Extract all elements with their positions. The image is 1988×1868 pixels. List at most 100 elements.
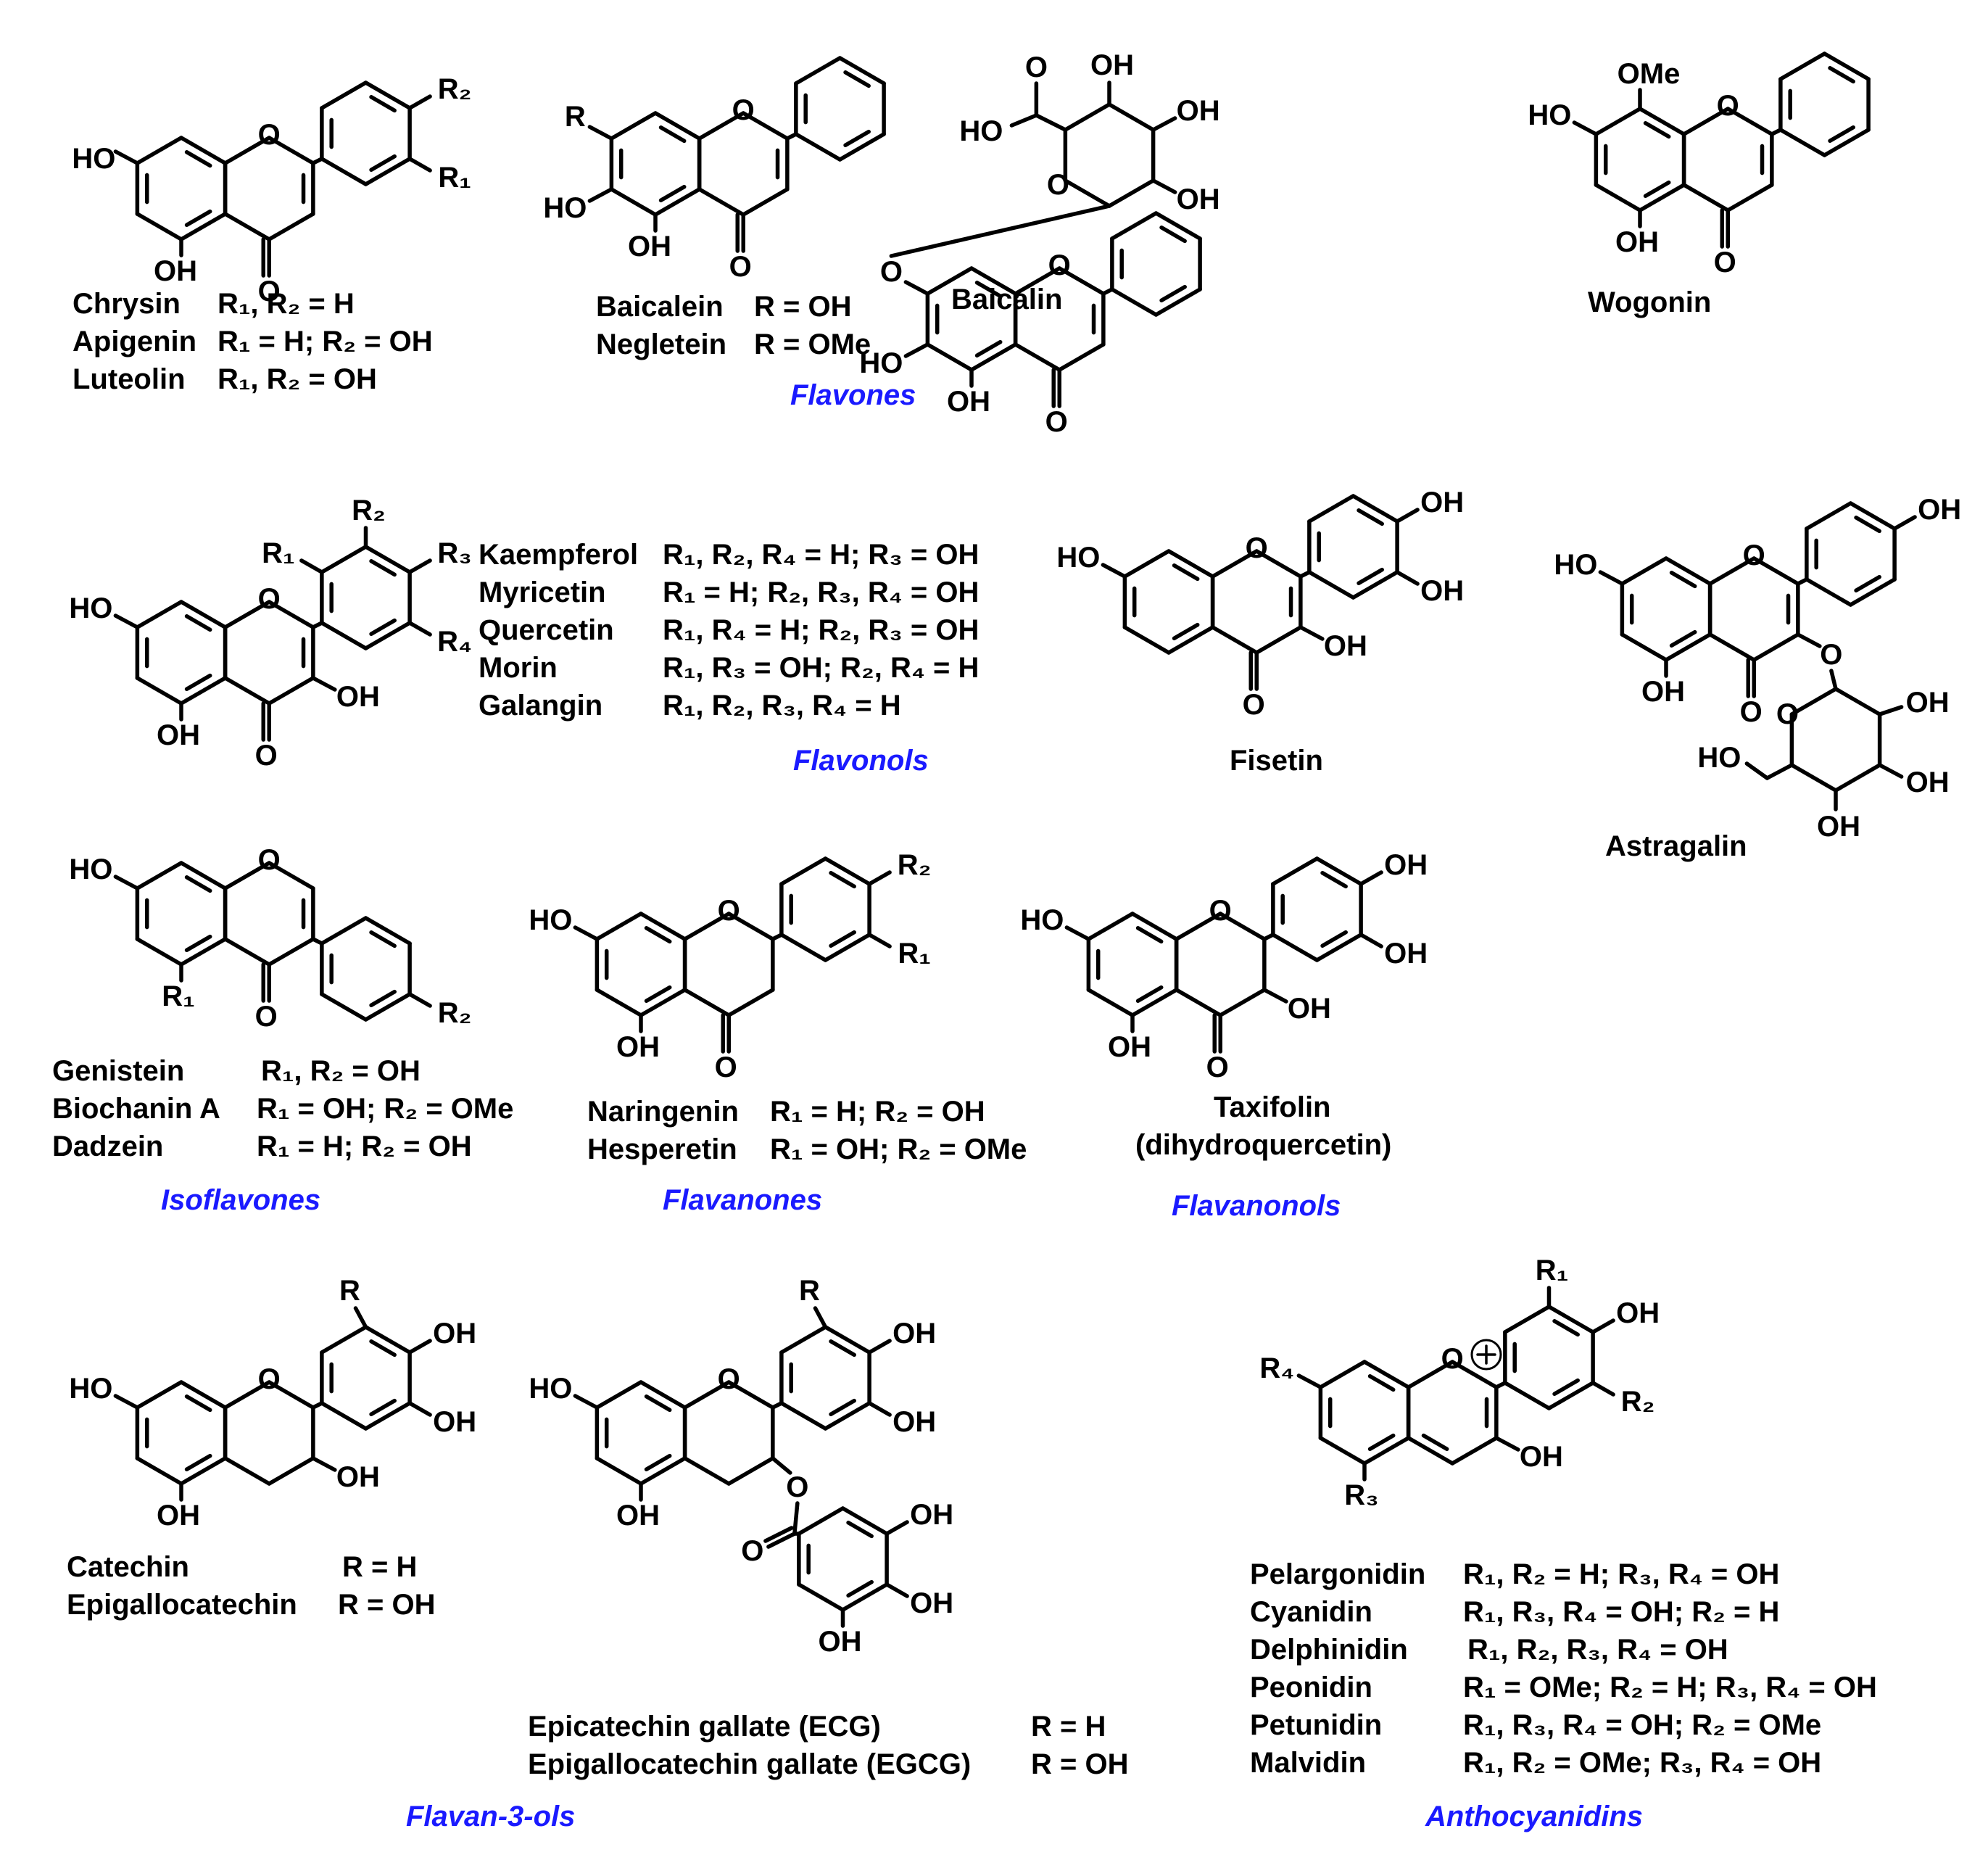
double-bond-inner: [1135, 985, 1164, 1003]
bond-line: [903, 280, 930, 296]
class-title-flavonols: Flavonols: [793, 745, 929, 777]
bond-line: [1829, 669, 1838, 691]
ring-b-bond: [1822, 51, 1871, 81]
double-bond-inner: [184, 150, 212, 168]
substituents-delphinidin: R₁, R₂, R₃, R₄ = OH: [1467, 1634, 1728, 1666]
bond-line: [1591, 1318, 1615, 1334]
ring-b-bond: [1154, 287, 1202, 317]
substituents-myricetin: R₁ = H; R₂, R₃, R₄ = OH: [663, 576, 979, 608]
ring-a-bond: [1130, 988, 1179, 1017]
ring-oxygen: O: [258, 583, 281, 615]
ring-c-bond: [267, 600, 315, 629]
bond-line: [1572, 120, 1599, 136]
atom-label: O: [255, 1001, 278, 1033]
ring-a-bond: [179, 212, 228, 241]
ring-b-bond: [1778, 51, 1827, 81]
ring-a-bond: [135, 1456, 183, 1486]
atom-label: O: [786, 1471, 808, 1503]
ring-b-bond: [1546, 1381, 1595, 1410]
atom-label: HO: [69, 854, 112, 885]
ring-a-bond: [595, 1380, 643, 1410]
ring-a-bond: [1318, 1360, 1367, 1389]
ring-c-bond: [267, 676, 315, 706]
atom-label: OH: [910, 1587, 953, 1619]
bond-line: [885, 1582, 909, 1598]
ring-c-bond: [726, 1380, 775, 1410]
atom-label: O: [1025, 51, 1048, 83]
double-bond-inner: [369, 1339, 397, 1357]
substituents-luteolin: R₁, R₂ = OH: [218, 363, 377, 395]
bond-line: [763, 1526, 794, 1543]
double-bond-inner: [1552, 1319, 1580, 1337]
atom-label: OH: [818, 1626, 861, 1658]
compound-name-baicalin: Baicalin: [951, 284, 1062, 315]
atom-label: OH: [947, 386, 990, 418]
ring-b-bond: [1307, 570, 1356, 600]
atom-label: HO: [1697, 742, 1741, 774]
ring-oxygen: O: [1717, 90, 1739, 122]
ring-a-bond: [179, 136, 228, 165]
substituents-morin: R₁, R₃ = OH; R₂, R₄ = H: [663, 652, 979, 684]
atom-label: HO: [959, 115, 1003, 147]
double-bond-inner: [1552, 1378, 1580, 1396]
double-bond-inner: [1320, 871, 1348, 889]
ring-c-bond: [1726, 183, 1774, 212]
substituents-hesperetin: R₁ = OH; R₂ = OMe: [770, 1133, 1027, 1165]
ring-c-bond: [1013, 342, 1061, 372]
double-bond-inner: [1643, 180, 1671, 198]
double-bond-inner: [184, 1394, 212, 1413]
atom-label: OH: [1918, 494, 1961, 526]
compound-name-biochanin-a: Biochanin A: [52, 1093, 220, 1125]
bond-line: [1395, 508, 1420, 524]
ring-a-bond: [135, 676, 183, 706]
ring-oxygen: O: [1047, 169, 1069, 201]
ring-c-bond: [1057, 266, 1106, 296]
compound-name-catechin: Catechin: [67, 1551, 189, 1583]
atom-label: HO: [529, 904, 572, 936]
bond-line: [1064, 925, 1091, 941]
bond-line: [407, 558, 432, 574]
double-bond-inner: [184, 875, 212, 893]
double-bond-inner: [974, 281, 1003, 299]
atom-label: O: [1820, 639, 1842, 671]
ring-a-bond: [1122, 625, 1171, 655]
substituents-genistein: R₁, R₂ = OH: [261, 1055, 421, 1087]
ring-c-bond: [223, 1456, 271, 1486]
double-bond-inner: [974, 339, 1003, 358]
double-bond-inner: [829, 930, 856, 948]
compound-name-peonidin: Peonidin: [1250, 1671, 1372, 1703]
bond-line: [407, 94, 432, 110]
gallate-ring-bond: [797, 1582, 845, 1612]
double-bond-inner: [1854, 516, 1881, 534]
atom-label: HO: [72, 143, 115, 175]
ring-oxygen: O: [1776, 698, 1799, 730]
ring-b-bond: [1154, 211, 1202, 241]
atom-label: O: [258, 276, 281, 307]
ring-a-bond: [969, 342, 1018, 372]
atom-label: O: [1206, 1051, 1229, 1083]
atom-label: OH: [628, 231, 671, 263]
atom-label: O: [880, 256, 903, 288]
double-bond-inner: [1320, 930, 1348, 948]
substituents-naringenin: R₁ = H; R₂ = OH: [770, 1096, 985, 1128]
double-bond-inner: [369, 154, 397, 172]
compound-name-chrysin: Chrysin: [73, 288, 181, 320]
atom-label: R₃: [1344, 1479, 1378, 1511]
bond-line: [573, 1394, 600, 1410]
ring-b-bond: [1314, 856, 1363, 886]
substituents-kaempferol: R₁, R₂, R₄ = H; R₃ = OH: [663, 539, 979, 571]
ring-b-bond: [1805, 577, 1853, 607]
bond-line: [587, 125, 614, 141]
ring-c-bond: [1218, 912, 1267, 941]
double-bond-inner: [1357, 567, 1384, 585]
double-bond-inner: [1669, 571, 1697, 589]
compound-name-astragalin: Astragalin: [1605, 830, 1747, 862]
double-bond-inner: [369, 989, 397, 1007]
double-bond-inner: [369, 95, 397, 113]
ring-a-bond: [1620, 556, 1668, 586]
atom-label: HO: [529, 1373, 572, 1405]
bond-line: [1299, 625, 1325, 641]
ring-a-bond: [179, 861, 228, 890]
atom-label: O: [729, 251, 752, 283]
ring-c-bond: [267, 1380, 315, 1410]
